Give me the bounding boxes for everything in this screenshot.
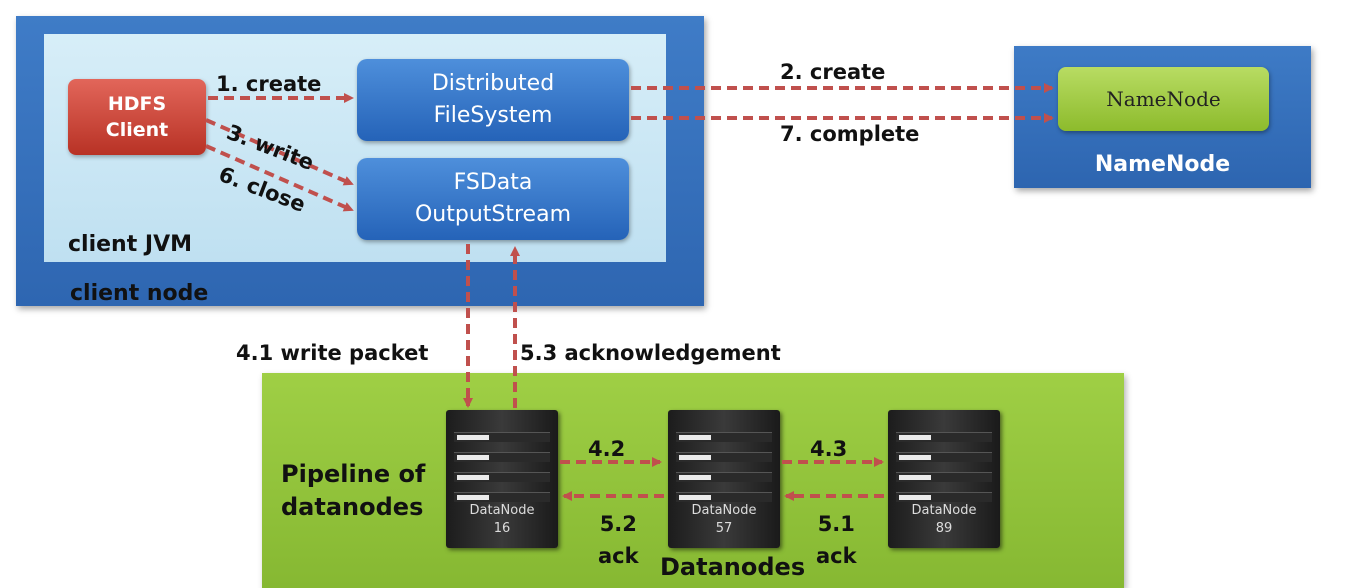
datanode-server-57: DataNode 57 (668, 410, 780, 548)
namenode-inner-box: NameNode (1058, 67, 1269, 131)
datanode-label: DataNode (911, 503, 977, 518)
hdfs-client-box: HDFS Client (68, 79, 206, 155)
label-ack-1: ack (598, 544, 639, 568)
arrow-close6 (205, 144, 354, 212)
label-4-2: 4.2 (588, 437, 626, 461)
datanode-label: DataNode (691, 503, 757, 518)
fsdata-outputstream-box: FSData OutputStream (357, 158, 629, 240)
label-5-1: 5.1 (817, 512, 855, 536)
datanode-server-89: DataNode 89 (888, 410, 1000, 548)
distributed-filesystem-box: Distributed FileSystem (357, 59, 629, 141)
distributed-filesystem-line2: FileSystem (433, 103, 553, 128)
fsdata-outputstream-line2: OutputStream (414, 202, 572, 227)
namenode-outer-label: NameNode (1094, 152, 1231, 177)
hdfs-client-line2: Client (105, 119, 169, 141)
datanode-id: 16 (493, 521, 511, 536)
label-create2: 2. create (780, 60, 886, 84)
pipeline-label: Pipeline of datanodes (281, 458, 425, 524)
datanode-id: 89 (935, 521, 953, 536)
datanodes-label: Datanodes (660, 553, 806, 581)
label-complete7: 7. complete (780, 122, 920, 146)
fsdata-outputstream-line1: FSData (453, 170, 533, 195)
label-create1: 1. create (216, 72, 322, 96)
datanode-server-16: DataNode 16 (446, 410, 558, 548)
datanode-label: DataNode (469, 503, 535, 518)
label-acknowledgement: 5.3 acknowledgement (520, 341, 781, 365)
label-5-2: 5.2 (599, 512, 637, 536)
arrow-write3 (205, 118, 354, 186)
pipeline-label-line2: datanodes (281, 493, 424, 521)
label-5-2-ack: 5.2 ack (598, 508, 639, 572)
pipeline-label-line1: Pipeline of (281, 460, 426, 488)
label-5-1-ack: 5.1 ack (816, 508, 857, 572)
label-4-3: 4.3 (810, 437, 848, 461)
client-node-label: client node (70, 281, 209, 306)
datanode-id: 57 (715, 521, 733, 536)
distributed-filesystem-line1: Distributed (431, 71, 555, 96)
hdfs-client-line1: HDFS (107, 93, 167, 115)
client-jvm-label: client JVM (68, 232, 192, 257)
label-ack-2: ack (816, 544, 857, 568)
label-write-packet: 4.1 write packet (236, 341, 429, 365)
